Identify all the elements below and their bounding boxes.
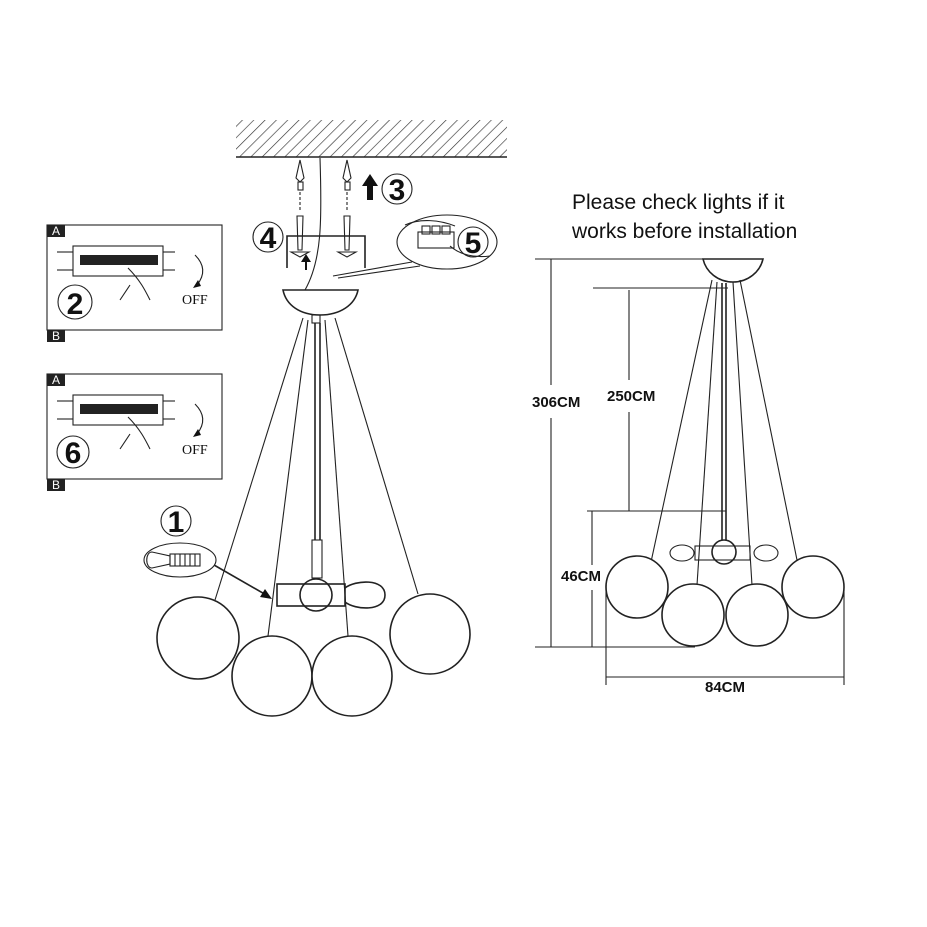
screws <box>288 215 359 258</box>
installation-note: Please check lights if it works before i… <box>572 188 862 246</box>
note-line-2: works before installation <box>572 220 798 243</box>
dimension-fixture-height: 46CM <box>561 568 601 585</box>
breaker-panel-step-2: A B 2 OFF <box>46 224 223 343</box>
svg-text:A: A <box>52 224 60 238</box>
up-arrow-icon <box>301 174 378 270</box>
svg-text:B: B <box>52 478 60 492</box>
chandelier-installed <box>156 289 471 717</box>
breaker-panel-step-6: A B 6 OFF <box>46 373 223 492</box>
svg-text:1: 1 <box>168 506 185 539</box>
step-1-bulb: 1 <box>143 505 272 599</box>
step-3: 3 <box>381 173 413 207</box>
svg-text:A: A <box>52 373 60 387</box>
svg-text:4: 4 <box>260 222 277 255</box>
step-2: 2 <box>67 288 84 321</box>
dimension-width: 84CM <box>705 679 745 696</box>
chandelier-dimensions: 306CM 250CM 46CM 84CM <box>532 258 845 696</box>
dimension-cable-length: 250CM <box>607 388 655 405</box>
svg-text:B: B <box>52 329 60 343</box>
step-6: 6 <box>65 437 82 470</box>
svg-text:3: 3 <box>389 174 406 207</box>
note-line-1: Please check lights if it <box>572 191 785 214</box>
wall-anchors <box>295 159 352 212</box>
dimension-total-height: 306CM <box>532 394 580 411</box>
off-label: OFF <box>182 293 208 308</box>
mounting-bracket <box>286 235 366 268</box>
terminal-block-callout: 5 <box>332 214 498 279</box>
step-5: 5 <box>465 227 482 260</box>
ceiling <box>236 120 507 158</box>
off-label: OFF <box>182 443 208 458</box>
step-4: 4 <box>252 221 284 255</box>
power-cable <box>304 157 322 291</box>
